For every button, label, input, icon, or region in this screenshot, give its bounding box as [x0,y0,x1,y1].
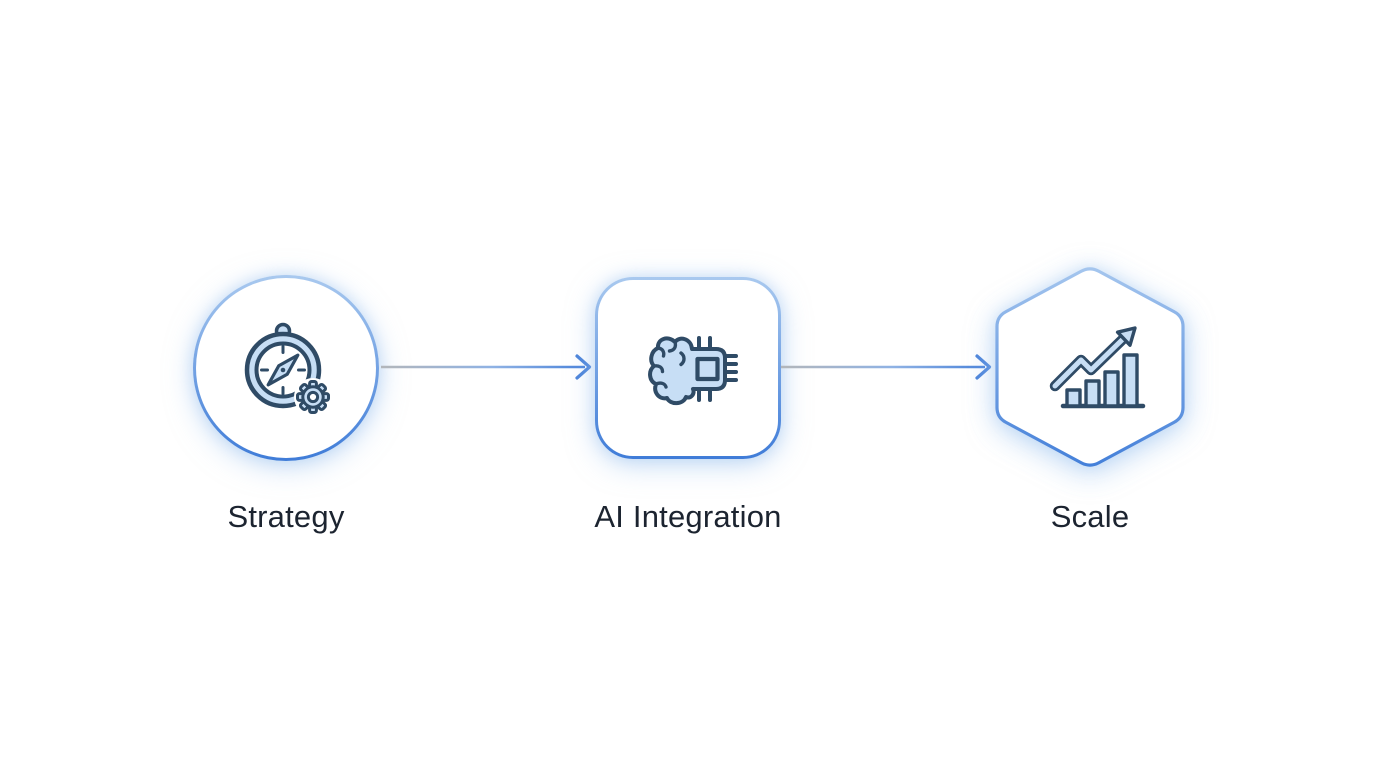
trend-arrow-icon [1049,326,1137,392]
node-ai-integration [595,277,781,459]
compass-icon [244,322,322,409]
arrowhead-icon [975,354,992,380]
brain-icon [648,336,696,406]
chip-icon [688,336,738,402]
node-label-strategy: Strategy [227,499,345,534]
gear-icon [294,378,332,416]
connector-arrow-1 [381,354,592,380]
node-label-ai-integration: AI Integration [594,499,782,534]
node-label-scale: Scale [1050,499,1130,534]
node-scale [988,258,1192,476]
connector-arrow-2 [781,354,992,380]
growth-bar-chart-icon [1049,326,1146,409]
bar-chart-icon [1060,353,1146,409]
arrowhead-icon [575,354,592,380]
brain-chip-icon [648,336,738,406]
node-strategy [193,275,379,461]
compass-gear-icon [244,322,332,416]
